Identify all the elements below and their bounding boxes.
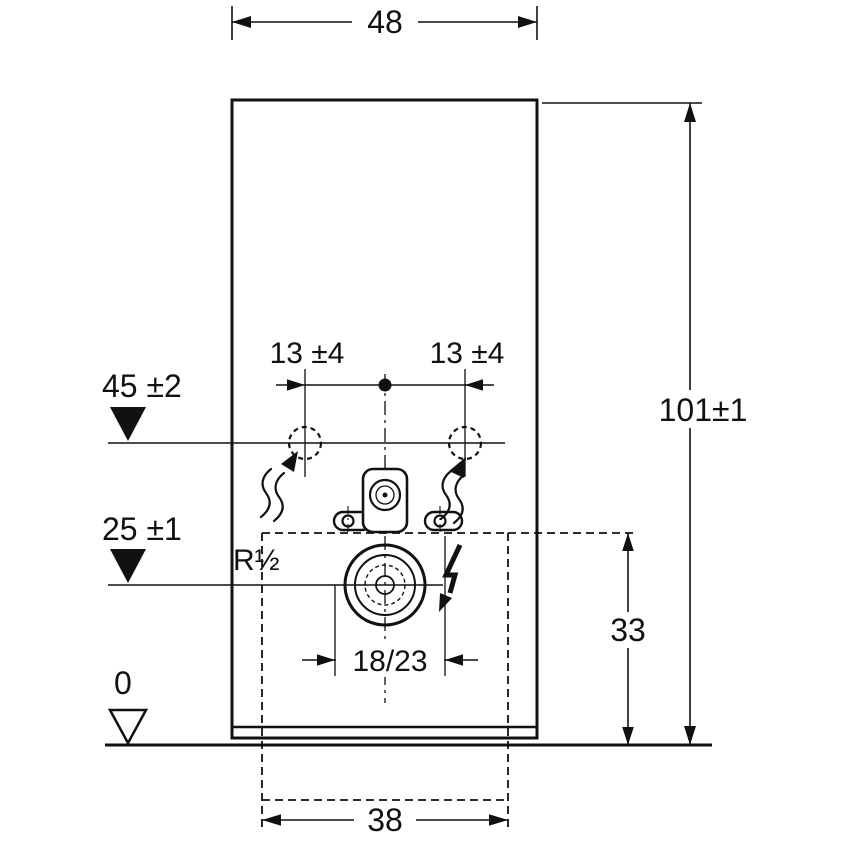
- base-width-label: 38: [367, 802, 403, 838]
- arrowhead-up-icon: [684, 103, 696, 122]
- flexible-hose-left-icon: [259, 451, 298, 523]
- top-width-label: 48: [367, 4, 403, 40]
- arrowhead-right-icon: [287, 379, 305, 391]
- level-marker-floor: 0: [107, 665, 149, 746]
- outlet-offset-label: 18/23: [352, 645, 427, 678]
- water-thread-label: R½: [233, 544, 280, 577]
- base-height-label: 33: [610, 612, 646, 648]
- dimension-base-height: 33: [604, 533, 652, 745]
- arrowhead-down-icon: [684, 726, 696, 745]
- dimension-top-width: 48: [231, 4, 538, 40]
- arrowhead-right-icon: [317, 654, 335, 666]
- fastening-slot-right-icon: [423, 506, 464, 536]
- level-triangle-open-icon: [107, 708, 149, 746]
- panel-outline: [230, 98, 539, 740]
- arrowhead-down-icon: [622, 727, 634, 745]
- arrowhead-right-icon: [489, 814, 508, 826]
- arrowhead-up-icon: [622, 533, 634, 551]
- outlet-height-label: 25 ±1: [102, 511, 182, 547]
- flush-connection-icon: [361, 467, 409, 534]
- supply-height-label: 45 ±2: [102, 368, 182, 404]
- arrowhead-left-icon: [262, 814, 281, 826]
- arrowhead-left-icon: [465, 379, 483, 391]
- floor-level-label: 0: [114, 665, 132, 701]
- drain-connection-icon: [343, 543, 427, 627]
- left-offset-label: 13 ±4: [270, 337, 345, 370]
- water-supply-right-icon: [447, 425, 483, 461]
- water-supply-left-icon: [287, 425, 323, 461]
- arrowhead-left-icon: [445, 654, 463, 666]
- level-triangle-icon: [110, 549, 146, 583]
- arrowhead-right-icon: [518, 16, 537, 28]
- dimension-outlet-offset: 18/23: [302, 536, 478, 678]
- level-triangle-icon: [110, 407, 146, 441]
- right-offset-label: 13 ±4: [430, 337, 505, 370]
- dimension-total-height: 101±1: [542, 102, 772, 745]
- arrowhead-left-icon: [232, 16, 251, 28]
- total-height-label: 101±1: [659, 392, 748, 428]
- level-marker-supply: 45 ±2: [102, 368, 505, 444]
- dimension-base-width: 38: [262, 802, 508, 838]
- level-marker-outlet: 25 ±1: [102, 511, 443, 586]
